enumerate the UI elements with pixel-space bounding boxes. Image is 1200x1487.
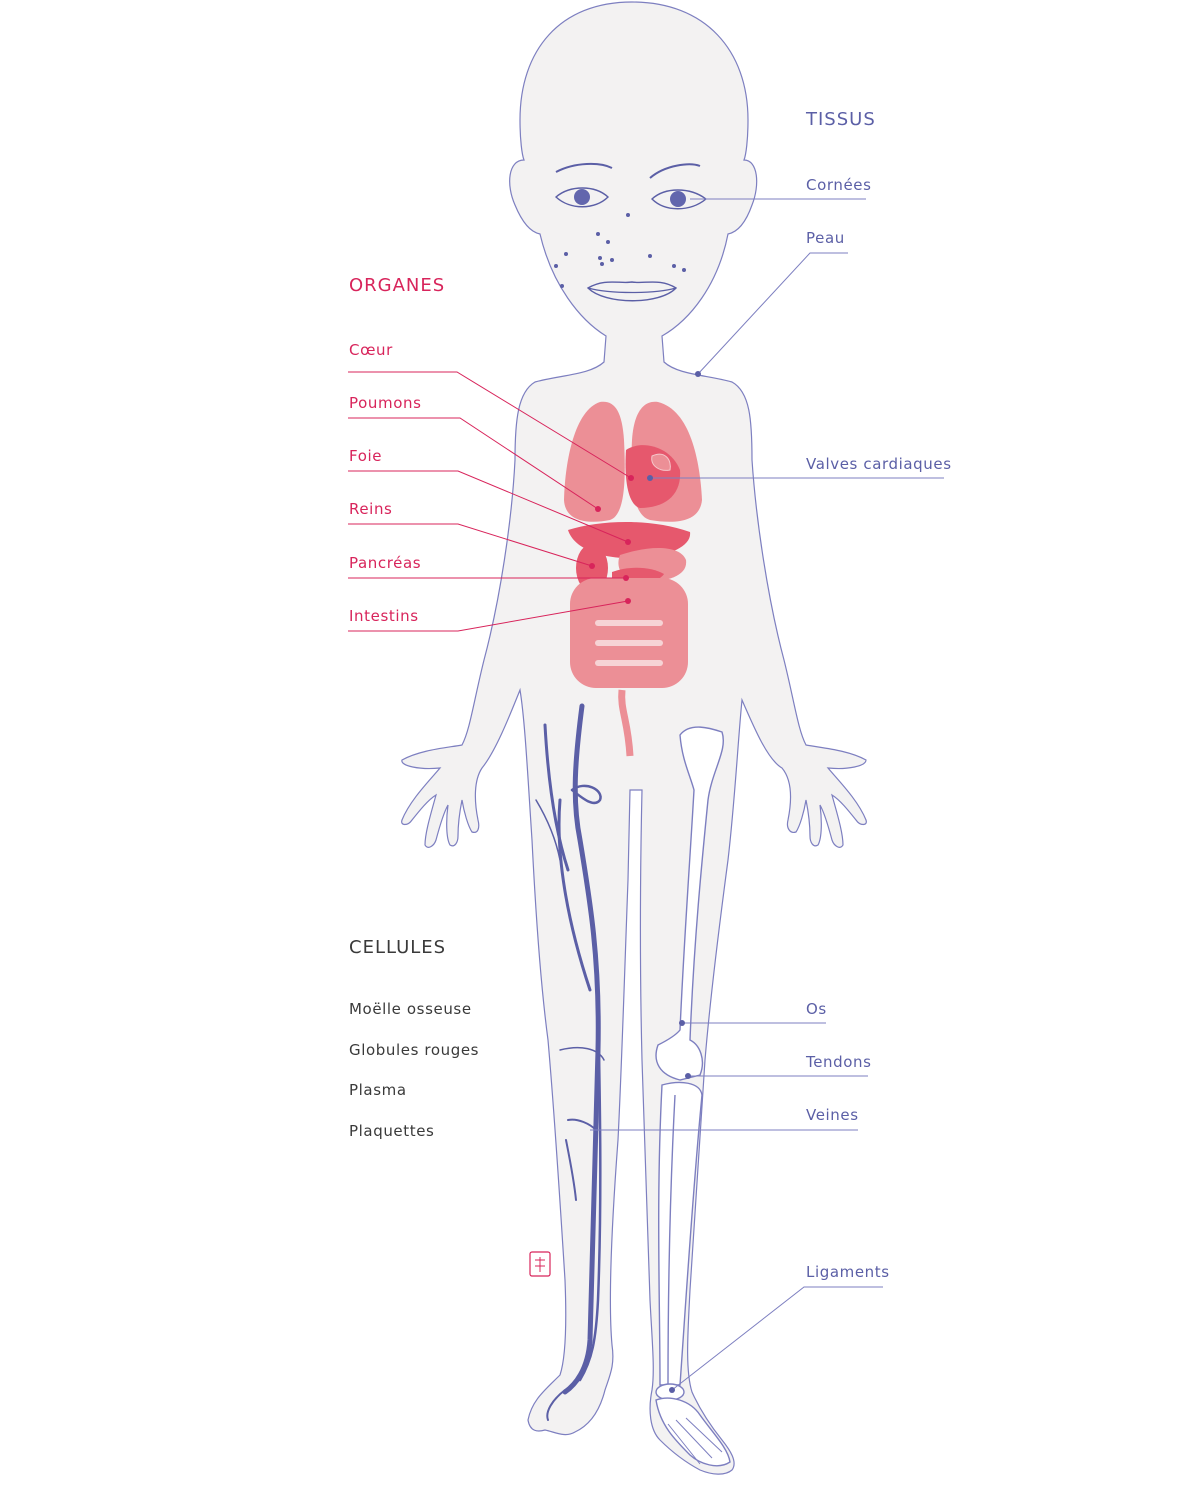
tissue-anchor-dots	[647, 371, 701, 1393]
colon-end	[618, 689, 634, 757]
tissue-leader-lines	[590, 198, 944, 1391]
label-skin: Peau	[806, 229, 845, 247]
label-plasma: Plasma	[349, 1081, 407, 1099]
label-corneas: Cornées	[806, 176, 872, 194]
tissues-title: TISSUS	[806, 109, 876, 130]
heart-valve	[651, 453, 671, 471]
label-platelets: Plaquettes	[349, 1122, 435, 1140]
label-ligaments: Ligaments	[806, 1263, 890, 1281]
cells-title: CELLULES	[349, 937, 447, 958]
face	[554, 162, 708, 302]
label-tendons: Tendons	[806, 1053, 872, 1071]
organs-title: ORGANES	[349, 275, 446, 296]
signature-stamp-icon	[529, 1251, 551, 1277]
label-veins: Veines	[806, 1106, 859, 1124]
label-heart: Cœur	[349, 341, 393, 359]
label-kidneys: Reins	[349, 500, 393, 518]
label-liver: Foie	[349, 447, 383, 465]
label-heart-valves: Valves cardiaques	[806, 455, 952, 473]
organs	[564, 401, 702, 757]
freckles	[554, 213, 686, 288]
body-silhouette	[401, 1, 867, 1475]
label-pancreas: Pancréas	[349, 554, 422, 572]
label-bones: Os	[806, 1000, 827, 1018]
label-bone-marrow: Moëlle osseuse	[349, 1000, 472, 1018]
intestine-loops	[595, 620, 663, 666]
label-red-blood-cells: Globules rouges	[349, 1041, 480, 1059]
intestines	[570, 578, 688, 688]
organ-leader-lines	[348, 371, 632, 632]
right-lung	[564, 401, 625, 522]
leg-bones	[655, 726, 731, 1467]
label-intestines: Intestins	[349, 607, 419, 625]
veins	[535, 703, 605, 1421]
organ-anchor-dots	[589, 475, 634, 604]
label-lungs: Poumons	[349, 394, 422, 412]
